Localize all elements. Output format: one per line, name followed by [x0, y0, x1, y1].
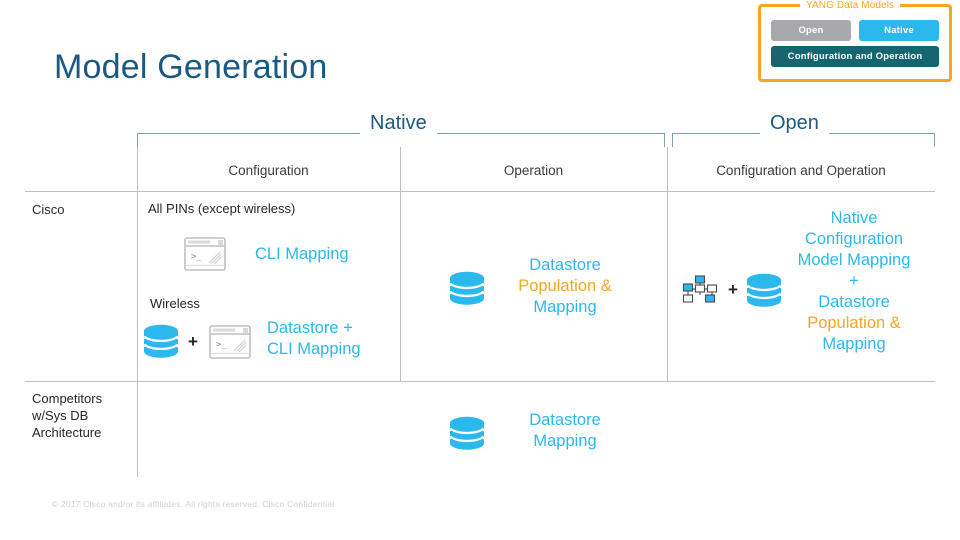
group-label-open: Open	[760, 112, 829, 135]
database-icon	[142, 322, 180, 360]
svg-text:>_: >_	[216, 340, 227, 350]
terminal-icon: >_	[184, 237, 226, 271]
database-icon	[745, 271, 783, 309]
cisco-open-plus-symbol: +	[728, 280, 738, 299]
competitors-operation-label: Datastore Mapping	[495, 410, 635, 452]
terminal-icon: >_	[209, 325, 251, 359]
database-icon	[448, 269, 486, 307]
competitors-operation-line1: Datastore	[529, 411, 601, 429]
legend-row-bottom: Configuration and Operation	[771, 46, 939, 67]
row-label-competitors-line3: Architecture	[32, 425, 102, 440]
group-bracket-native	[137, 133, 665, 147]
legend-chip-container: Open Native Configuration and Operation	[761, 7, 949, 79]
row-label-competitors: Competitors w/Sys DB Architecture	[32, 390, 102, 441]
cisco-open-line5: Datastore	[818, 293, 890, 311]
svg-text:>_: >_	[191, 252, 202, 262]
group-bracket-open	[672, 133, 935, 147]
competitors-operation-line2: Mapping	[533, 432, 597, 450]
page-title: Model Generation	[54, 48, 328, 86]
cisco-config-plus-symbol: +	[188, 332, 198, 351]
column-header-configuration-and-operation: Configuration and Operation	[716, 163, 886, 178]
cisco-config-wireless-heading: Wireless	[150, 296, 200, 311]
cisco-operation-line2: Population &	[518, 277, 612, 295]
cisco-operation-line3: Mapping	[533, 298, 597, 316]
footer-copyright: © 2017 Cisco and/or its affiliates. All …	[52, 499, 335, 509]
database-icon	[448, 414, 486, 452]
legend-chip-open[interactable]: Open	[771, 20, 851, 41]
table-rule-header-bottom	[25, 191, 935, 192]
legend-row-top: Open Native	[771, 20, 939, 41]
cisco-config-datastore-cli-line2: CLI Mapping	[267, 340, 361, 358]
column-header-configuration: Configuration	[228, 163, 309, 178]
cisco-config-datastore-cli-label: Datastore + CLI Mapping	[267, 318, 417, 360]
cisco-open-line3: Model Mapping	[797, 251, 911, 269]
column-header-operation: Operation	[503, 163, 564, 178]
cisco-config-cli-mapping-label: CLI Mapping	[255, 245, 349, 263]
cisco-operation-label: Datastore Population & Mapping	[495, 255, 635, 318]
table-divider-col0	[137, 147, 138, 477]
legend-chip-configuration-and-operation[interactable]: Configuration and Operation	[771, 46, 939, 67]
legend-title: YANG Data Models	[800, 0, 901, 13]
legend-chip-native[interactable]: Native	[859, 20, 939, 41]
row-label-competitors-line2: w/Sys DB	[32, 408, 89, 423]
cisco-open-label: Native Configuration Model Mapping + Dat…	[780, 208, 928, 355]
cisco-open-line6: Population &	[807, 314, 901, 332]
table-divider-col1	[400, 147, 401, 382]
row-label-cisco: Cisco	[32, 202, 65, 217]
row-label-competitors-line1: Competitors	[32, 391, 103, 406]
cisco-open-line1: Native	[830, 209, 878, 227]
cisco-operation-line1: Datastore	[529, 256, 601, 274]
network-topology-icon	[679, 275, 721, 305]
cisco-open-line4: +	[849, 272, 859, 290]
group-label-native: Native	[360, 112, 437, 135]
table-divider-col2	[667, 147, 668, 382]
yang-data-models-legend: Open Native Configuration and Operation	[758, 4, 952, 82]
cisco-config-all-pins-heading: All PINs (except wireless)	[148, 201, 296, 216]
cisco-open-line7: Mapping	[822, 335, 886, 353]
cisco-open-line2: Configuration	[804, 230, 904, 248]
table-rule-row1-bottom	[25, 381, 935, 382]
cisco-config-datastore-cli-line1: Datastore +	[267, 319, 353, 337]
